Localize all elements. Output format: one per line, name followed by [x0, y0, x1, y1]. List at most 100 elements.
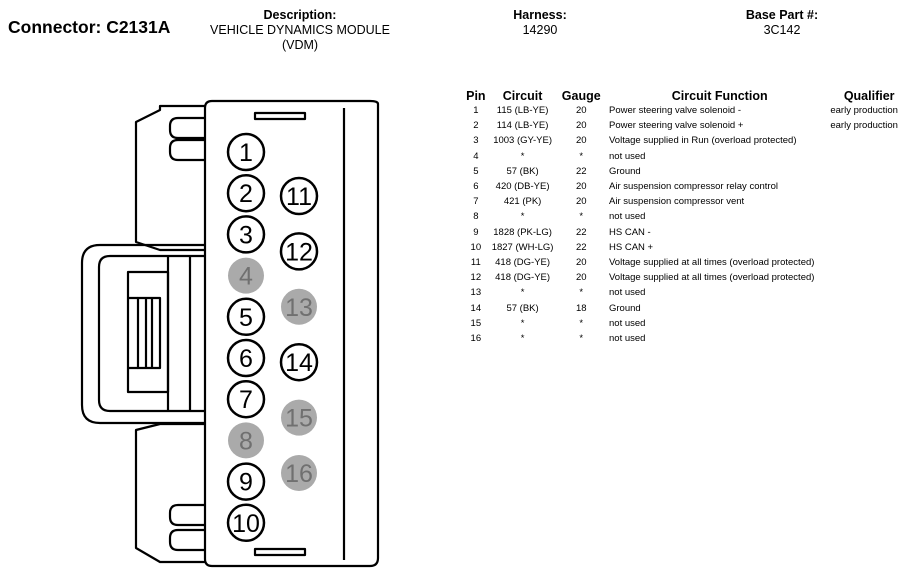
cell-pin: 1	[473, 105, 479, 116]
cell-gauge: 22	[575, 226, 587, 238]
cell-circuit: 57 (BK)	[506, 165, 539, 177]
pin-number: 5	[239, 304, 253, 332]
pin-circle	[226, 462, 266, 501]
unused-pin-circle	[228, 257, 264, 294]
cell-function: not used	[609, 317, 646, 329]
pinout-table: Pin Circuit Gauge Circuit Function Quali…	[462, 87, 908, 346]
cell-gauge: 18	[575, 302, 587, 314]
cell-pin: 7	[473, 196, 479, 208]
cell-gauge: 20	[575, 120, 587, 132]
header-circuit: Circuit	[502, 89, 543, 103]
header-pin: Pin	[466, 89, 486, 103]
pin-cavity-6: 6	[226, 338, 266, 378]
cell-gauge: 20	[575, 181, 587, 193]
table-row: 15**not used	[462, 316, 908, 331]
unused-pin-circle	[228, 422, 264, 459]
cell-circuit: 421 (PK)	[503, 196, 542, 208]
cell-circuit: 57 (BK)	[506, 302, 539, 314]
cell-pin: 6	[473, 181, 479, 193]
cell-qualifier	[830, 285, 908, 300]
pin-circle	[226, 338, 266, 378]
pin-circle	[226, 297, 266, 337]
pin-number: 2	[239, 180, 253, 208]
cell-circuit: 1828 (PK-LG)	[493, 226, 552, 238]
cell-function: not used	[609, 150, 646, 162]
cell-pin: 15	[470, 317, 482, 329]
pin-cavity-15: 15	[281, 399, 317, 436]
cell-pin: 11	[470, 257, 481, 269]
cell-qualifier	[830, 301, 908, 316]
table-header-row: Pin Circuit Gauge Circuit Function Quali…	[462, 87, 908, 103]
cell-qualifier	[830, 316, 908, 331]
cell-gauge: 20	[575, 272, 587, 284]
cell-function: Power steering valve solenoid +	[609, 120, 744, 132]
pin-cavity-1: 1	[226, 132, 266, 172]
cell-qualifier	[830, 240, 908, 255]
cell-qualifier	[830, 164, 908, 179]
pin-circle	[279, 342, 319, 382]
cell-circuit: 1827 (WH-LG)	[491, 241, 554, 253]
pin-number: 13	[285, 294, 313, 322]
cell-gauge: *	[579, 287, 584, 299]
cell-function: Voltage supplied in Run (overload protec…	[609, 135, 797, 147]
cell-pin: 5	[473, 165, 479, 177]
pin-number: 7	[239, 386, 253, 414]
pin-number: 11	[286, 183, 312, 211]
cell-pin: 16	[470, 333, 482, 345]
cell-function: not used	[609, 287, 646, 299]
cell-pin: 8	[473, 211, 479, 223]
pin-number: 8	[239, 427, 253, 455]
cell-function: Air suspension compressor vent	[609, 196, 745, 208]
pin-circle	[279, 176, 319, 216]
cell-circuit: 114 (LB-YE)	[496, 120, 549, 132]
pin-cavity-16: 16	[281, 455, 317, 491]
cell-pin: 14	[470, 302, 482, 314]
description-label: Description:	[263, 8, 337, 22]
pin-cavity-13: 13	[281, 288, 317, 325]
cell-pin: 12	[470, 272, 482, 284]
base-part-label: Base Part #:	[745, 8, 819, 22]
cell-circuit: *	[520, 150, 525, 162]
cell-gauge: 22	[575, 241, 587, 253]
unused-pin-circle	[281, 455, 317, 491]
pin-circle	[226, 503, 266, 543]
pin-cavity-8: 8	[228, 422, 264, 459]
cell-function: Voltage supplied at all times (overload …	[609, 257, 815, 269]
description-line-2: (VDM)	[281, 38, 319, 52]
harness-block: Harness: 14290	[490, 8, 590, 38]
pin-cavity-12: 12	[279, 232, 319, 271]
harness-value: 14290	[522, 23, 558, 37]
cell-pin: 9	[473, 226, 479, 238]
cell-pin: 10	[470, 241, 482, 253]
base-part-block: Base Part #: 3C142	[727, 8, 837, 38]
cell-circuit: *	[520, 211, 525, 223]
cell-function: not used	[609, 211, 646, 223]
description-block: Description: VEHICLE DYNAMICS MODULE (VD…	[200, 8, 400, 53]
description-line-1: VEHICLE DYNAMICS MODULE	[210, 23, 390, 37]
cell-circuit: *	[520, 333, 525, 345]
pin-number: 3	[239, 221, 253, 249]
table-row: 8 * * not used	[462, 209, 908, 224]
base-part-value: 3C142	[763, 23, 801, 37]
cell-function: Ground	[609, 165, 641, 177]
cell-pin: 4	[473, 150, 479, 162]
cell-qualifier: early production	[830, 120, 898, 132]
table-row: 4 * * not used	[462, 149, 908, 164]
cell-pin: 3	[473, 135, 479, 147]
cell-gauge: *	[579, 150, 584, 162]
cell-function: Power steering valve solenoid -	[609, 105, 742, 116]
cell-function: Air suspension compressor relay control	[609, 181, 778, 193]
cell-circuit: 418 (DG-YE)	[495, 257, 551, 269]
cell-qualifier	[830, 331, 908, 346]
cell-gauge: *	[579, 211, 584, 223]
pin-number: 10	[232, 510, 260, 538]
